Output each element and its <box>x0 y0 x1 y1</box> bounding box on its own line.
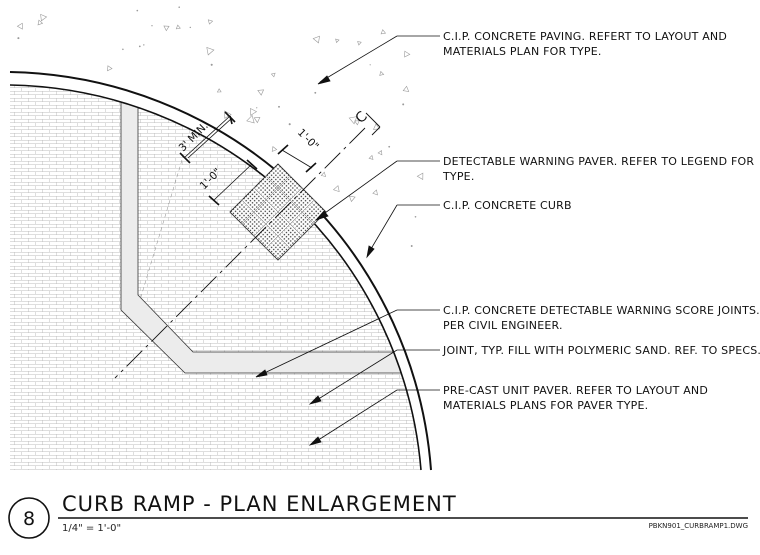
svg-text:PRE-CAST UNIT PAVER. REFER TO: PRE-CAST UNIT PAVER. REFER TO LAYOUT AND <box>443 384 708 397</box>
detail-number: 8 <box>23 508 35 530</box>
aggregate-mark <box>40 13 48 22</box>
aggregate-dot <box>122 48 124 51</box>
aggregate-dot <box>143 44 145 46</box>
centerline-symbol: C <box>353 108 381 136</box>
aggregate-dot <box>17 37 20 40</box>
aggregate-mark <box>271 146 278 152</box>
svg-text:TYPE.: TYPE. <box>442 170 475 183</box>
aggregate-dot <box>136 9 139 12</box>
aggregate-mark <box>163 25 170 32</box>
aggregate-mark <box>354 120 360 126</box>
detectable-warning-paver <box>229 163 327 261</box>
aggregate-mark <box>377 150 383 156</box>
aggregate-mark <box>379 70 385 76</box>
aggregate-mark <box>37 19 44 26</box>
note-concrete-curb: C.I.P. CONCRETE CURB <box>443 199 572 212</box>
aggregate-mark <box>348 116 358 125</box>
aggregate-mark <box>207 19 214 25</box>
aggregate-mark <box>16 22 23 30</box>
dimension-1-0-top: 1'-0" <box>277 127 321 173</box>
aggregate-mark <box>250 107 258 116</box>
aggregate-mark <box>368 154 374 160</box>
svg-text:C: C <box>353 108 371 126</box>
aggregate-dot <box>369 64 371 66</box>
aggregate-dot <box>189 26 192 29</box>
aggregate-dot <box>402 103 405 106</box>
aggregate-dot <box>151 25 153 27</box>
aggregate-mark <box>373 123 381 130</box>
aggregate-mark <box>206 47 215 56</box>
file-name: PBKN901_CURBRAMP1.DWG <box>649 522 748 530</box>
aggregate-dot <box>410 245 413 247</box>
aggregate-dot <box>256 107 258 109</box>
detail-number-circle <box>8 497 50 539</box>
svg-text:C.I.P. CONCRETE DETECTABLE WAR: C.I.P. CONCRETE DETECTABLE WARNING SCORE… <box>443 304 760 317</box>
aggregate-mark <box>224 110 232 119</box>
detail-title: CURB RAMP - PLAN ENLARGEMENT <box>62 492 457 516</box>
detail-scale: 1/4" = 1'-0" <box>62 523 121 534</box>
svg-text:JOINT, TYP. FILL WITH POLYMERI: JOINT, TYP. FILL WITH POLYMERIC SAND. RE… <box>442 344 760 357</box>
note-joint-fill: JOINT, TYP. FILL WITH POLYMERIC SAND. RE… <box>442 344 760 357</box>
ramp-edge-line <box>187 117 233 159</box>
svg-text:C.I.P. CONCRETE PAVING. REFERT: C.I.P. CONCRETE PAVING. REFERT TO LAYOUT… <box>443 30 727 43</box>
note-score-joints: C.I.P. CONCRETE DETECTABLE WARNING SCORE… <box>443 304 760 332</box>
note-concrete-paving: C.I.P. CONCRETE PAVING. REFERT TO LAYOUT… <box>443 30 727 58</box>
aggregate-dot <box>314 91 317 94</box>
svg-text:DETECTABLE WARNING PAVER. REFE: DETECTABLE WARNING PAVER. REFER TO LEGEN… <box>443 155 754 168</box>
aggregate-dot <box>178 6 180 8</box>
svg-text:MATERIALS PLAN FOR TYPE.: MATERIALS PLAN FOR TYPE. <box>443 45 602 58</box>
aggregate-mark <box>416 172 424 181</box>
aggregate-mark <box>380 29 387 35</box>
aggregate-mark <box>257 89 265 96</box>
aggregate-dot <box>210 63 213 66</box>
title-block: 8 CURB RAMP - PLAN ENLARGEMENT 1/4" = 1'… <box>8 492 748 539</box>
aggregate-mark <box>335 38 340 44</box>
dimension-label-1-0-top: 1'-0" <box>295 127 321 153</box>
aggregate-mark <box>216 88 222 93</box>
svg-text:PER CIVIL ENGINEER.: PER CIVIL ENGINEER. <box>443 319 563 332</box>
aggregate-mark <box>357 41 362 46</box>
aggregate-mark <box>246 114 255 124</box>
svg-text:C.I.P. CONCRETE CURB: C.I.P. CONCRETE CURB <box>443 199 572 212</box>
aggregate-dot <box>278 105 280 108</box>
aggregate-mark <box>332 185 340 193</box>
note-warning-paver: DETECTABLE WARNING PAVER. REFER TO LEGEN… <box>442 155 754 183</box>
aggregate-mark <box>402 85 410 92</box>
aggregate-mark <box>320 171 327 177</box>
aggregate-dot <box>288 123 291 126</box>
aggregate-mark <box>348 195 356 203</box>
aggregate-mark <box>372 189 378 196</box>
note-unit-paver: PRE-CAST UNIT PAVER. REFER TO LAYOUT AND… <box>443 384 708 412</box>
aggregate-mark <box>404 50 411 58</box>
aggregate-mark <box>270 72 276 78</box>
leader-lines <box>255 35 440 446</box>
aggregate-dot <box>414 215 417 218</box>
aggregate-dot <box>388 145 391 148</box>
concrete-paving-texture <box>16 6 424 247</box>
centerline <box>114 127 366 379</box>
aggregate-dot <box>138 45 141 48</box>
aggregate-mark <box>312 35 320 44</box>
aggregate-mark <box>175 24 181 30</box>
aggregate-mark <box>253 117 261 124</box>
ramp-extension-line <box>139 159 183 301</box>
svg-text:MATERIALS PLANS FOR PAVER TYPE: MATERIALS PLANS FOR PAVER TYPE. <box>443 399 648 412</box>
aggregate-mark <box>107 65 113 72</box>
